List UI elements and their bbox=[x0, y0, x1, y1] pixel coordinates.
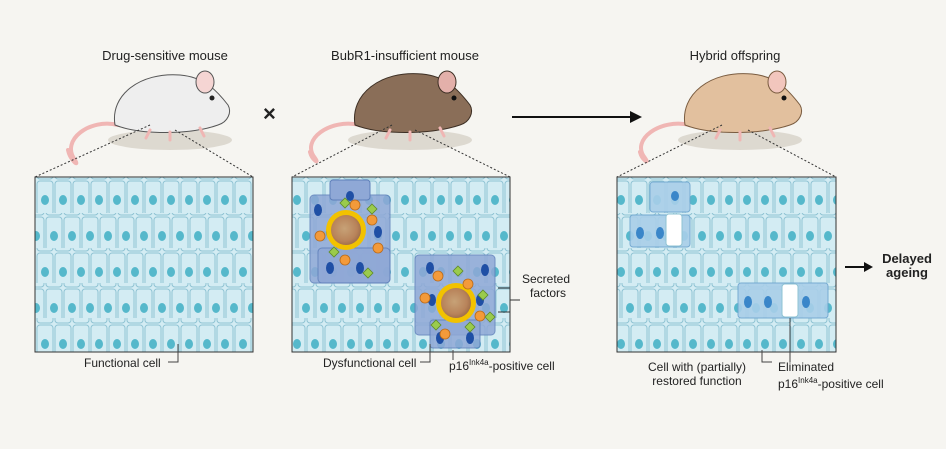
secreted-factors-green bbox=[328, 197, 496, 333]
bubr1-insufficient-mouse bbox=[308, 70, 473, 164]
tissue-panel-dysfunctional bbox=[291, 176, 520, 353]
label-secreted-factors: Secreted factors bbox=[522, 272, 571, 300]
label-p16-positive: p16Ink4a-positive cell bbox=[449, 358, 555, 373]
secreted-factors-orange bbox=[314, 199, 486, 340]
delayed-ageing-arrow bbox=[845, 262, 873, 272]
label-functional-cell: Functional cell bbox=[84, 356, 161, 370]
leader-lines bbox=[168, 318, 791, 363]
drug-sensitive-mouse bbox=[66, 70, 232, 166]
label-eliminated: Eliminated p16Ink4a-positive cell bbox=[778, 360, 884, 391]
tissue-panel-functional bbox=[34, 176, 254, 353]
cross-symbol: × bbox=[263, 101, 276, 126]
p16-positive-cells bbox=[326, 210, 476, 323]
hybrid-offspring-mouse bbox=[638, 70, 803, 164]
title-hybrid: Hybrid offspring bbox=[689, 48, 781, 63]
title-bubr1: BubR1-insufficient mouse bbox=[331, 48, 479, 63]
cross-arrow bbox=[512, 111, 642, 123]
eliminated-gaps bbox=[665, 213, 799, 318]
label-dysfunctional-cell: Dysfunctional cell bbox=[323, 356, 417, 370]
zoom-lines bbox=[34, 124, 837, 178]
title-drug-sensitive: Drug-sensitive mouse bbox=[102, 48, 228, 63]
label-restored-function: Cell with (partially) restored function bbox=[647, 360, 747, 388]
label-delayed-ageing: Delayed ageing bbox=[882, 251, 932, 280]
tissue-panel-hybrid bbox=[616, 176, 837, 353]
restored-nuclei bbox=[636, 191, 810, 308]
